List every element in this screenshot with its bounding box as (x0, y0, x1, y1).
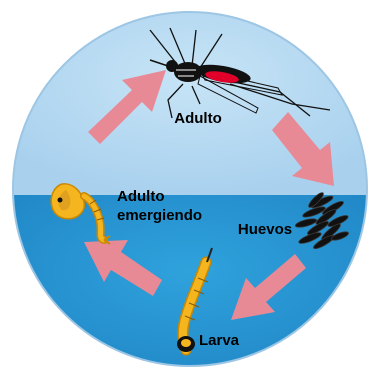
mosquito-icon (149, 27, 331, 119)
pupa-icon (50, 183, 111, 245)
label-emerging-line1: Adulto (117, 188, 164, 205)
label-larva: Larva (199, 332, 240, 349)
arrow-to-adult (88, 70, 166, 144)
circle-outline (12, 11, 368, 367)
arrow-to-larva (231, 254, 306, 320)
arrow-to-eggs (272, 112, 334, 186)
larva-icon (177, 247, 213, 356)
label-eggs: Huevos (238, 221, 292, 238)
label-emerging-line2: emergiendo (117, 207, 202, 224)
arrow-to-emerging (84, 240, 162, 296)
label-adult: Adulto (174, 110, 221, 127)
egg-cluster-icon (294, 192, 349, 250)
stage-labels: Adulto Huevos Larva Adulto emergiendo (117, 110, 292, 349)
cycle-arrows (84, 70, 334, 320)
